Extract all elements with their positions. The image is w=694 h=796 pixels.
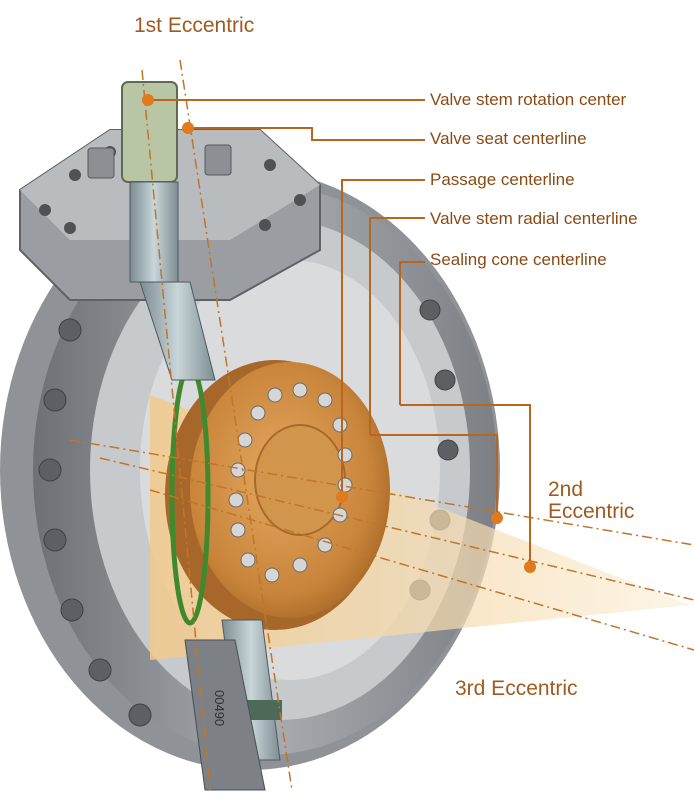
third-eccentric-label: 3rd Eccentric	[455, 677, 578, 700]
second-eccentric-label-line2: Eccentric	[548, 500, 635, 523]
first-eccentric-label: 1st Eccentric	[134, 14, 255, 37]
callout-dots	[142, 94, 536, 573]
callout-seat-centerline: Valve seat centerline	[430, 129, 587, 148]
callout-stem-radial-centerline: Valve stem radial centerline	[430, 209, 638, 228]
second-eccentric-label-line1: 2nd	[548, 478, 584, 501]
bottom-boss	[184, 639, 266, 791]
callout-stem-rotation-center: Valve stem rotation center	[430, 90, 627, 109]
callout-passage-centerline: Passage centerline	[430, 170, 575, 189]
axis-lines	[69, 59, 694, 791]
body-marking: 00490	[212, 690, 227, 726]
callout-leaders	[148, 99, 531, 567]
valve-disc	[165, 360, 390, 630]
callout-sealing-cone-centerline: Sealing cone centerline	[430, 250, 607, 269]
